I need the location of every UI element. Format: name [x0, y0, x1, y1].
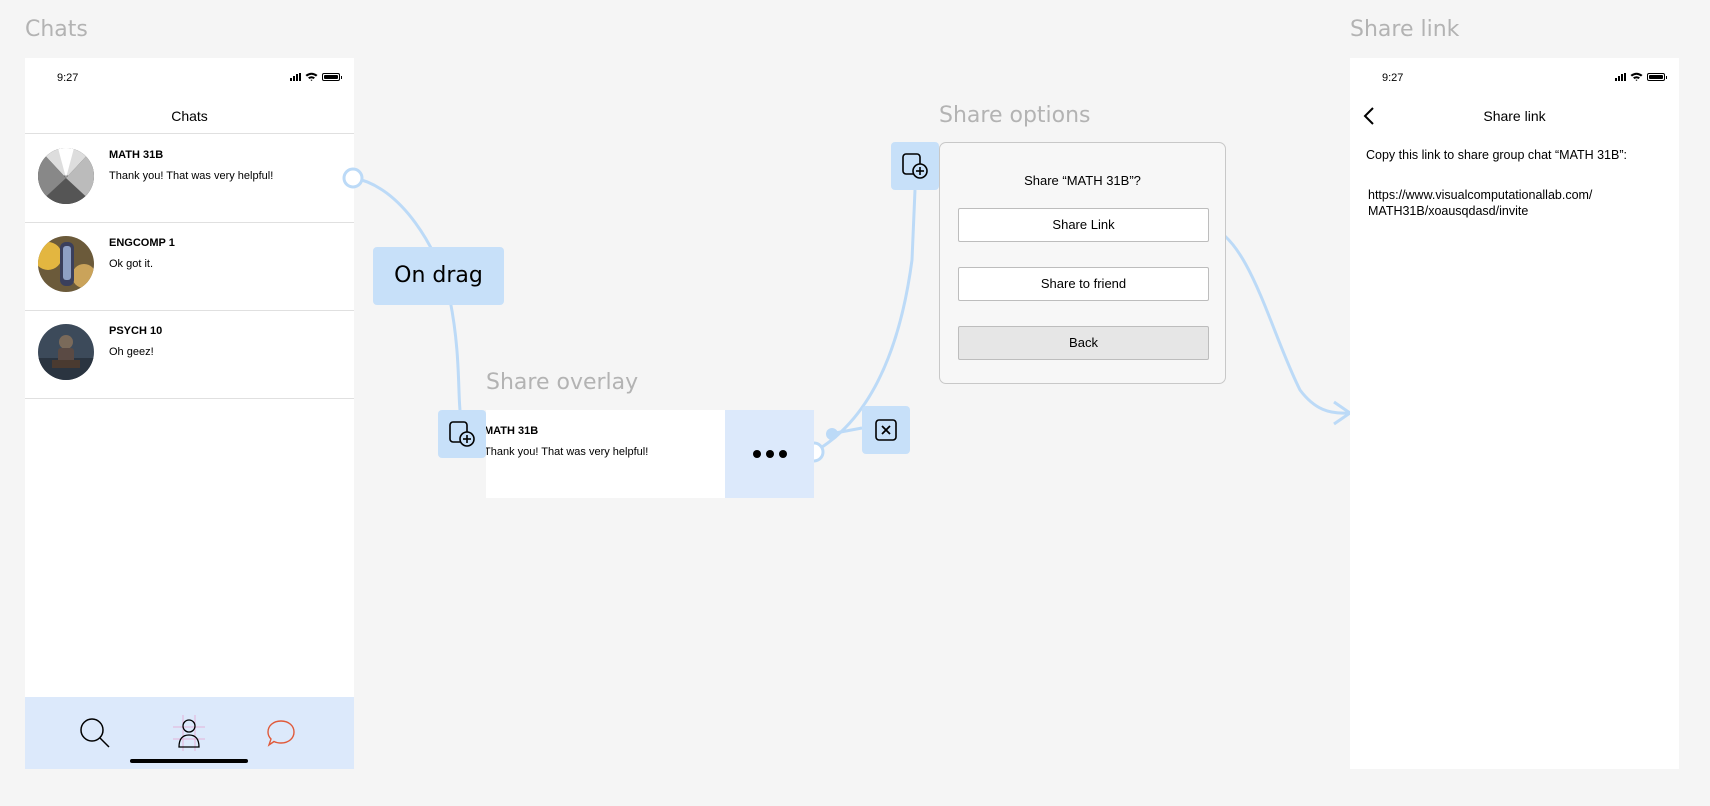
frame-label-chats: Chats [25, 17, 88, 42]
close-icon [875, 419, 897, 441]
page-title: Chats [171, 108, 208, 124]
chevron-left-icon[interactable] [1360, 106, 1380, 126]
wifi-icon [305, 72, 318, 81]
back-button[interactable]: Back [958, 326, 1209, 360]
chat-bubble-icon[interactable] [261, 713, 301, 753]
chat-preview: Ok got it. [109, 258, 154, 270]
connector-close-dot [826, 428, 838, 440]
share-link-screen: 9:27 Share link Copy this link to share … [1350, 58, 1679, 769]
frame-label-share-overlay: Share overlay [486, 370, 639, 395]
invite-link-line1[interactable]: https://www.visualcomputationallab.com/ [1368, 188, 1593, 202]
chat-item-engcomp1[interactable]: ENGCOMP 1 Ok got it. [25, 223, 354, 311]
avatar [38, 148, 94, 204]
status-icons [290, 72, 342, 81]
close-trigger-tile[interactable] [862, 406, 910, 454]
connector-sharelink [1208, 224, 1349, 415]
chat-item-psych10[interactable]: PSYCH 10 Oh geez! [25, 311, 354, 399]
status-time: 9:27 [57, 72, 79, 84]
chat-preview: Oh geez! [109, 346, 154, 358]
signal-icon [1615, 72, 1626, 81]
options-trigger-tile [891, 142, 939, 190]
share-instruction: Copy this link to share group chat “MATH… [1366, 148, 1627, 162]
on-drag-badge: On drag [373, 247, 504, 305]
wifi-icon [1630, 72, 1643, 81]
connector-close [829, 426, 863, 436]
home-indicator [130, 759, 248, 763]
chat-title: ENGCOMP 1 [109, 237, 175, 249]
share-to-friend-button[interactable]: Share to friend [958, 267, 1209, 301]
share-options-dialog: Share “MATH 31B”? Share Link Share to fr… [939, 142, 1226, 384]
chats-screen: 9:27 Chats MATH 31B Thank you! That was … [25, 58, 354, 769]
ellipsis-icon [752, 450, 761, 458]
chat-title: PSYCH 10 [109, 325, 163, 337]
more-options-button[interactable] [725, 410, 814, 498]
invite-link-line2[interactable]: MATH31B/xoausqdasd/invite [1368, 204, 1529, 218]
overlay-trigger-tile [438, 410, 486, 458]
share-overlay-card: MATH 31B Thank you! That was very helpfu… [486, 410, 814, 498]
tab-bar [25, 697, 354, 769]
frame-label-share-options: Share options [939, 103, 1091, 128]
overlay-chat-title: MATH 31B [486, 425, 539, 437]
status-icons [1615, 72, 1667, 81]
page-title: Share link [1483, 108, 1546, 124]
share-link-button[interactable]: Share Link [958, 208, 1209, 242]
add-to-overlay-icon [902, 153, 928, 179]
share-prompt: Share “MATH 31B”? [1024, 173, 1141, 188]
battery-icon [322, 72, 342, 81]
chats-header: Chats [25, 98, 354, 134]
overlay-chat-preview: Thank you! That was very helpful! [486, 446, 649, 458]
chat-item-math31b[interactable]: MATH 31B Thank you! That was very helpfu… [25, 135, 354, 223]
frame-label-share-link: Share link [1350, 17, 1460, 42]
battery-icon [1647, 72, 1667, 81]
avatar [38, 324, 94, 380]
chat-title: MATH 31B [109, 149, 164, 161]
arrow-head [1333, 400, 1353, 426]
person-icon[interactable] [169, 713, 209, 753]
chat-preview: Thank you! That was very helpful! [109, 170, 274, 182]
status-bar: 9:27 [25, 58, 354, 98]
signal-icon [290, 72, 301, 81]
add-to-overlay-icon [449, 421, 475, 447]
avatar [38, 236, 94, 292]
status-bar: 9:27 [1350, 58, 1679, 98]
share-link-header: Share link [1350, 98, 1679, 134]
search-icon[interactable] [75, 713, 115, 753]
status-time: 9:27 [1382, 72, 1404, 84]
